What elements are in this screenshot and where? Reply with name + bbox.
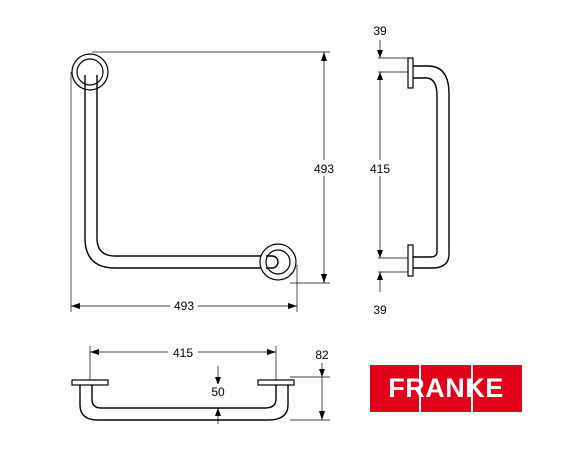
franke-logo: FRANKE: [370, 365, 522, 412]
top-bar-inner: [91, 385, 277, 409]
top-inner-label: 50: [211, 385, 225, 399]
left-flange: [71, 379, 109, 386]
side-bar-inner: [413, 77, 438, 258]
front-width-label: 493: [174, 299, 194, 313]
bar-outer-edge: [84, 75, 273, 269]
lower-flange: [407, 244, 414, 277]
top-view: 415 50 82: [71, 344, 330, 424]
top-bar-outer: [79, 385, 289, 421]
side-bar-outer: [413, 65, 450, 269]
right-flange: [257, 379, 295, 386]
side-length-label: 415: [370, 162, 390, 176]
bar-inner-edge: [96, 75, 273, 257]
side-top-flange-label: 39: [373, 24, 387, 38]
side-bottom-flange-label: 39: [373, 303, 387, 317]
side-view: 39 415 39: [367, 24, 450, 317]
top-length-label: 415: [173, 346, 193, 360]
upper-flange: [407, 57, 414, 89]
top-depth-label: 82: [315, 348, 329, 362]
logo-text: FRANKE: [388, 373, 504, 403]
front-height-label: 493: [314, 162, 334, 176]
front-view: 493 493: [70, 51, 337, 313]
